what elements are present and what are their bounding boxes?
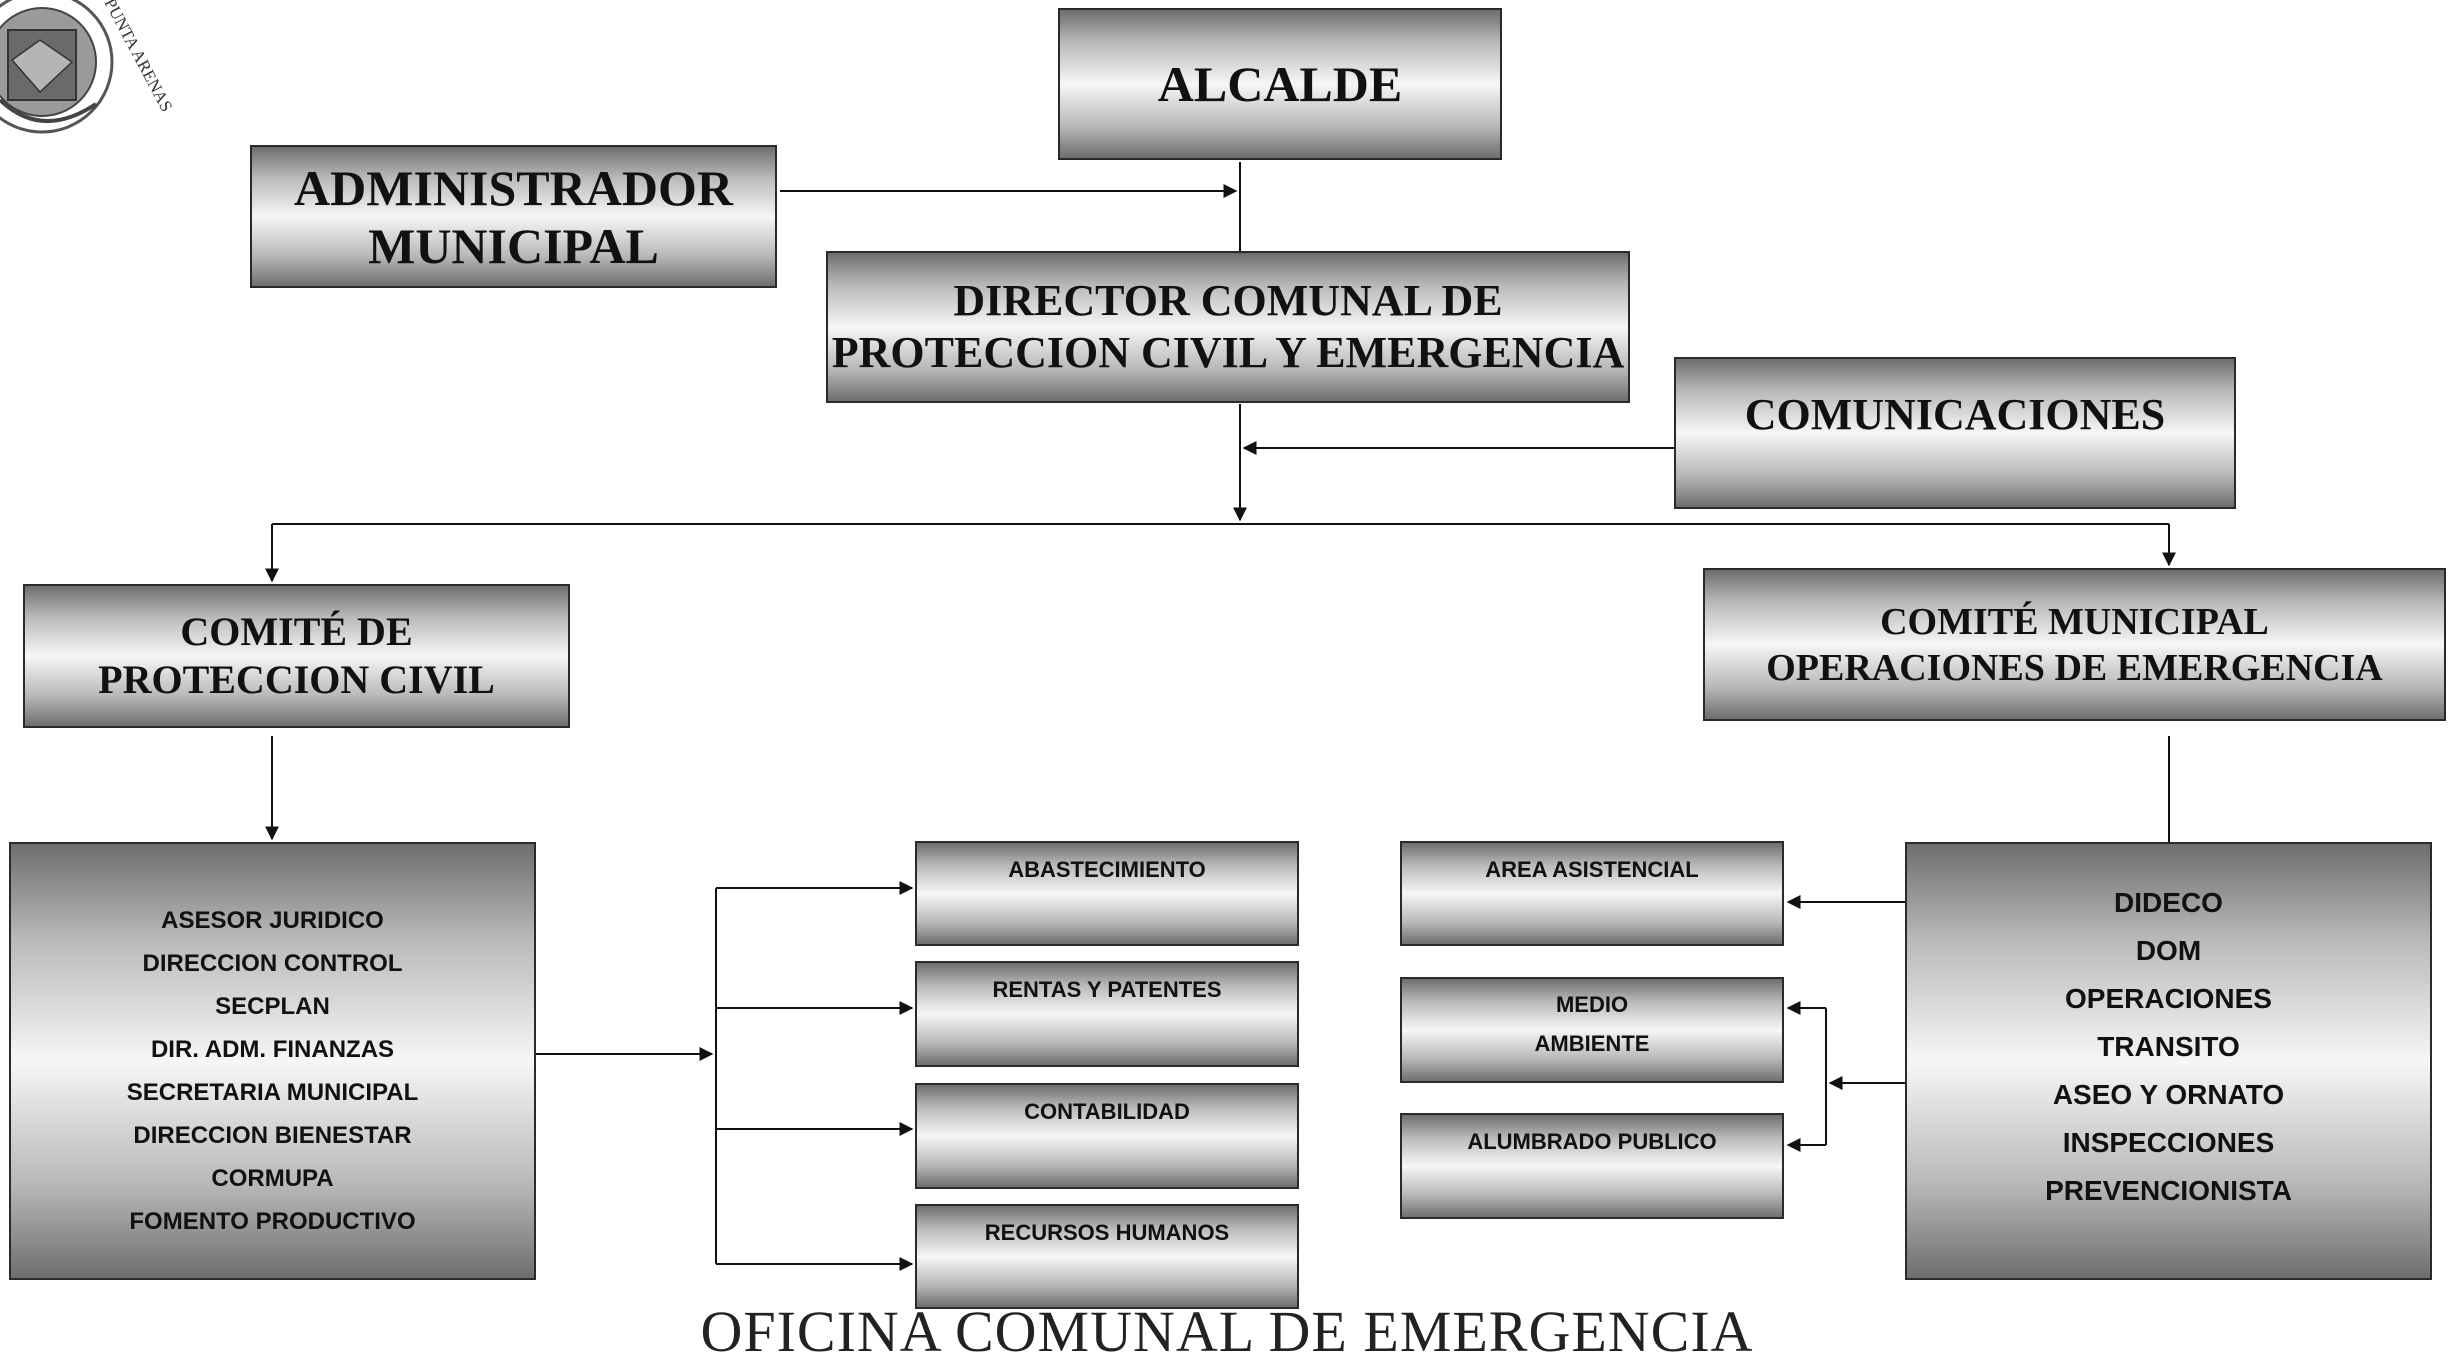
left-list-item: SECRETARIA MUNICIPAL [126, 1079, 419, 1106]
node-medio-ambiente-line-2: AMBIENTE [1534, 1031, 1650, 1056]
node-comunicaciones: COMUNICACIONES [1674, 357, 2236, 509]
right-list-item: ASEO Y ORNATO [2052, 1079, 2285, 1110]
node-left-departments-list: ASESOR JURIDICO DIRECCION CONTROL SECPLA… [9, 842, 536, 1280]
node-comite-proteccion-line-2: PROTECCION CIVIL [98, 657, 495, 702]
node-recursos-humanos: RECURSOS HUMANOS [915, 1204, 1299, 1309]
node-comite-municipal-line-1: COMITÉ MUNICIPAL [1880, 600, 2269, 643]
right-list-item: PREVENCIONISTA [2045, 1175, 2292, 1206]
right-list-item: DOM [2135, 935, 2202, 966]
node-area-asistencial-label: AREA ASISTENCIAL [1485, 857, 1699, 882]
node-rentas-label: RENTAS Y PATENTES [992, 977, 1222, 1002]
node-medio-ambiente: MEDIO AMBIENTE [1400, 977, 1784, 1083]
left-list-item: SECPLAN [215, 993, 330, 1020]
node-alcalde-label: ALCALDE [1157, 56, 1403, 112]
node-rentas-y-patentes: RENTAS Y PATENTES [915, 961, 1299, 1067]
punta-arenas-seal-logo: PUNTA ARENAS [0, 0, 176, 134]
node-abastecimiento-label: ABASTECIMIENTO [1008, 857, 1206, 882]
node-alumbrado-publico: ALUMBRADO PUBLICO [1400, 1113, 1784, 1219]
right-list-item: TRANSITO [2097, 1031, 2240, 1062]
node-alumbrado-publico-label: ALUMBRADO PUBLICO [1467, 1129, 1717, 1154]
node-comite-municipal-operaciones: COMITÉ MUNICIPAL OPERACIONES DE EMERGENC… [1703, 568, 2446, 721]
node-contabilidad: CONTABILIDAD [915, 1083, 1299, 1189]
left-list-item: DIRECCION CONTROL [142, 950, 403, 977]
left-list-item: CORMUPA [211, 1165, 334, 1192]
node-comite-proteccion-civil: COMITÉ DE PROTECCION CIVIL [23, 584, 570, 728]
node-medio-ambiente-line-1: MEDIO [1555, 992, 1629, 1017]
right-list-item: DIDECO [2114, 887, 2223, 918]
left-list-item: FOMENTO PRODUCTIVO [129, 1208, 416, 1235]
node-recursos-humanos-label: RECURSOS HUMANOS [984, 1220, 1230, 1245]
node-comite-municipal-line-2: OPERACIONES DE EMERGENCIA [1766, 646, 2383, 689]
node-comunicaciones-label: COMUNICACIONES [1744, 390, 2166, 439]
node-contabilidad-label: CONTABILIDAD [1024, 1099, 1190, 1124]
node-administrador-municipal: ADMINISTRADOR MUNICIPAL [250, 145, 777, 288]
footer-title: OFICINA COMUNAL DE EMERGENCIA [700, 1299, 1754, 1364]
node-right-departments-list: DIDECO DOM OPERACIONES TRANSITO ASEO Y O… [1905, 842, 2432, 1280]
node-administrador-line-1: ADMINISTRADOR [294, 159, 733, 216]
node-abastecimiento: ABASTECIMIENTO [915, 841, 1299, 946]
right-list-item: OPERACIONES [2065, 983, 2272, 1014]
right-list-item: INSPECCIONES [2062, 1127, 2275, 1158]
node-director-line-1: DIRECTOR COMUNAL DE [953, 276, 1503, 325]
left-list-item: DIRECCION BIENESTAR [133, 1122, 412, 1149]
left-list-item: ASESOR JURIDICO [161, 907, 384, 934]
node-area-asistencial: AREA ASISTENCIAL [1400, 841, 1784, 946]
node-comite-proteccion-line-1: COMITÉ DE [180, 609, 413, 654]
node-alcalde: ALCALDE [1058, 8, 1502, 160]
node-director-line-2: PROTECCION CIVIL Y EMERGENCIA [831, 328, 1625, 377]
node-administrador-line-2: MUNICIPAL [368, 217, 659, 274]
node-director-comunal: DIRECTOR COMUNAL DE PROTECCION CIVIL Y E… [826, 251, 1630, 403]
left-list-item: DIR. ADM. FINANZAS [150, 1036, 395, 1063]
